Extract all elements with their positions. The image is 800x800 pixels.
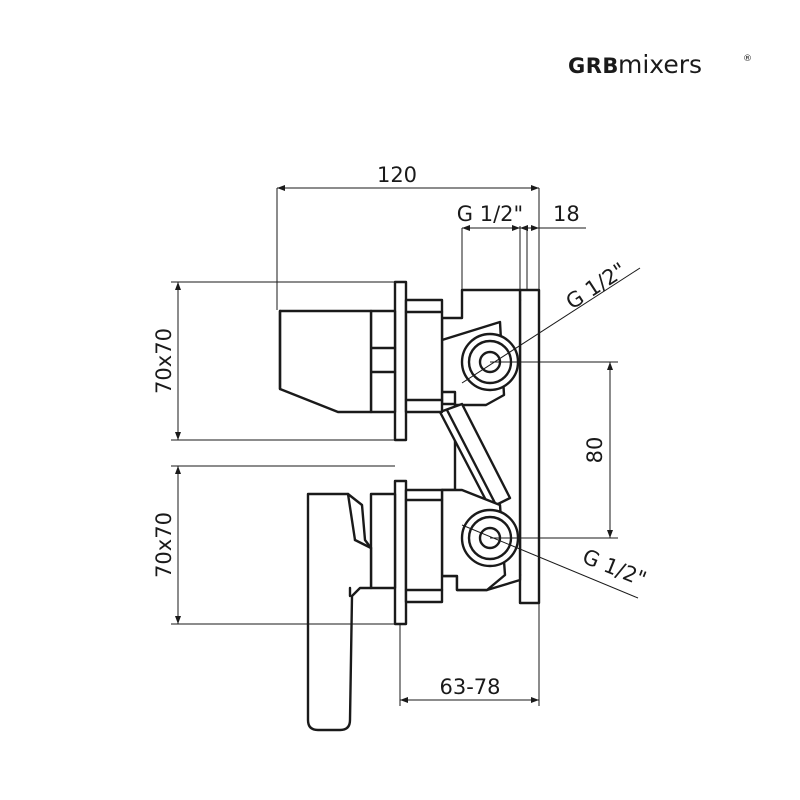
- dim-overall-width: 120: [276, 163, 540, 310]
- upper-cover-plate: [393, 280, 408, 442]
- upper-nut: [404, 298, 444, 414]
- dim-lower-plate-label: 70x70: [152, 512, 176, 578]
- dim-port-spacing: 80: [490, 361, 618, 539]
- dim-installation-depth-label: 63-78: [439, 675, 500, 699]
- upper-knob: [278, 309, 373, 414]
- lower-cover-plate: [393, 479, 408, 626]
- logo-brand: GRB: [568, 54, 619, 78]
- upper-stem-sleeve: [369, 309, 397, 414]
- diagonal-channel: [438, 402, 512, 510]
- dim-port-lower-label: G 1/2": [579, 544, 650, 591]
- lower-nut: [404, 488, 444, 604]
- dim-upper-plate: 70x70: [152, 281, 395, 441]
- dim-upper-plate-label: 70x70: [152, 328, 176, 394]
- dim-plate-thickness-label: 18: [553, 202, 580, 226]
- upper-cartridge: [278, 280, 444, 442]
- valve-assembly: [278, 280, 541, 732]
- logo-name: mixers: [618, 50, 702, 79]
- lower-stem-sleeve: [369, 492, 397, 590]
- dim-overall-width-label: 120: [377, 163, 417, 187]
- lower-cartridge: [306, 479, 444, 732]
- dim-inlet-top: G 1/2": [457, 202, 523, 290]
- dim-lower-plate: 70x70: [152, 465, 395, 625]
- lever-handle: [306, 492, 373, 732]
- dim-inlet-top-label: G 1/2": [457, 202, 523, 226]
- brand-logo: GRB mixers ®: [568, 50, 752, 79]
- dim-port-upper-label: G 1/2": [562, 258, 631, 314]
- dim-port-spacing-label: 80: [583, 437, 607, 464]
- dim-plate-thickness: 18: [520, 202, 586, 290]
- logo-registered-mark: ®: [743, 54, 752, 64]
- dim-installation-depth: 63-78: [399, 603, 540, 706]
